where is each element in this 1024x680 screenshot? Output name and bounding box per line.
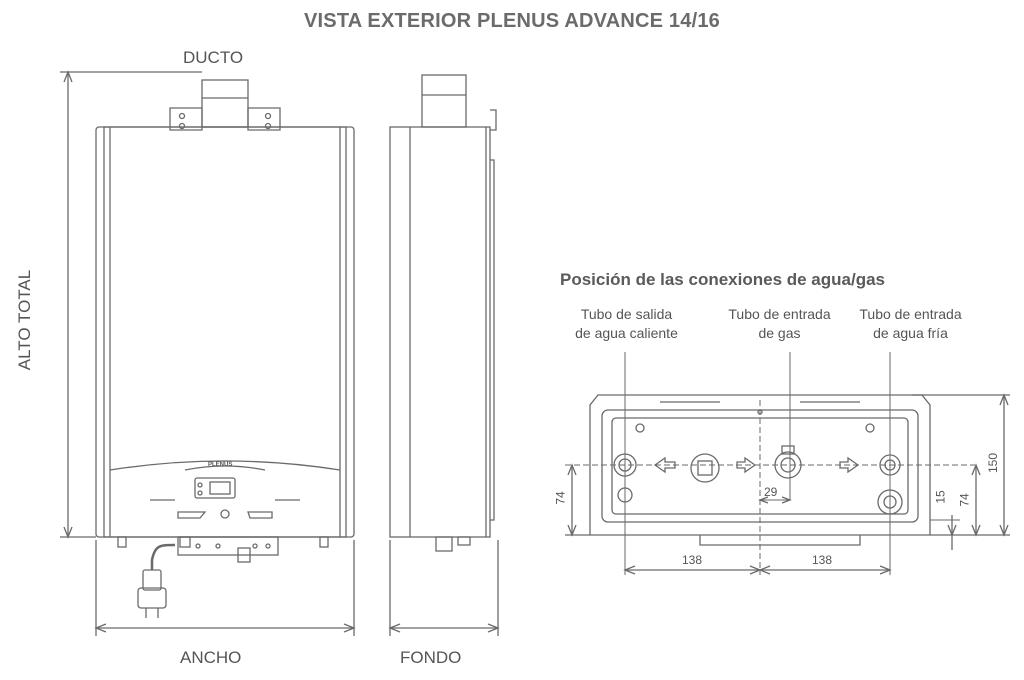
front-body [95, 126, 355, 538]
dim-right-74: 74 [957, 493, 972, 507]
gas-fitting [774, 451, 802, 479]
left-bracket [169, 107, 203, 131]
center-knob [220, 509, 230, 519]
diagram-title: VISTA EXTERIOR PLENUS ADVANCE 14/16 [304, 10, 720, 32]
front-view [60, 70, 356, 636]
cold-water-label: Tubo de entrada de agua fría [859, 306, 962, 341]
side-duct [421, 74, 467, 128]
connections-title: Posición de las conexiones de agua/gas [560, 270, 886, 289]
fondo-label: FONDO [400, 648, 462, 667]
side-body [389, 126, 491, 538]
display-window [194, 477, 236, 499]
connections-view [565, 352, 1010, 575]
hot-water-label: Tubo de salida de agua caliente [575, 306, 678, 341]
power-cable [150, 543, 176, 570]
ancho-label: ANCHO [180, 648, 242, 667]
right-bracket [247, 107, 281, 131]
dim-left-74: 74 [553, 491, 568, 505]
front-duct [201, 79, 249, 128]
gas-label: Tubo de entrada de gas [728, 306, 831, 341]
dim-150: 150 [986, 452, 1001, 474]
dim-15: 15 [933, 490, 948, 504]
panel-curve [109, 460, 341, 471]
dim-29: 29 [764, 485, 778, 499]
alto-total-label: ALTO TOTAL [15, 269, 35, 371]
center-fitting [690, 453, 720, 483]
dim-138-left: 138 [682, 553, 703, 567]
ducto-label: DUCTO [183, 48, 244, 67]
side-view [388, 74, 500, 636]
plug [142, 569, 162, 591]
bottom-plate [177, 536, 279, 556]
brand-mark: PLENUS [208, 462, 233, 468]
dim-138-right: 138 [812, 553, 833, 567]
